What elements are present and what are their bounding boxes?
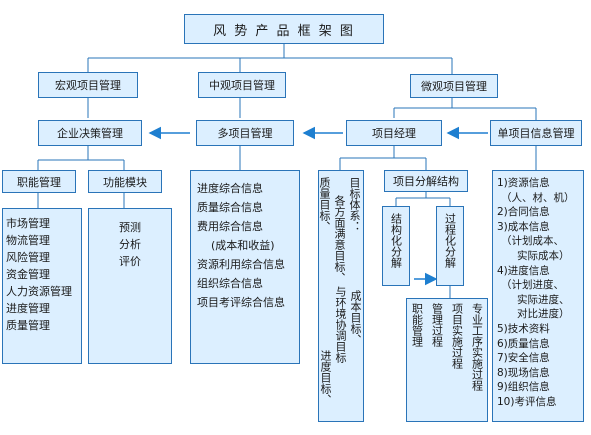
process-detail-col: 职能管理 <box>410 303 424 347</box>
target-system-col: 质量目标、 <box>318 177 331 232</box>
functional-mgmt-header: 职能管理 <box>2 170 76 193</box>
list-item: 资金管理 <box>6 268 50 281</box>
list-item: 费用综合信息 <box>197 220 263 233</box>
project-manager-box: 项目经理 <box>346 120 442 146</box>
single-project-info-box: 单项目信息管理 <box>490 120 582 146</box>
process-detail-col: 项目实施过程 <box>450 303 464 369</box>
multi-project-box: 多项目管理 <box>196 120 294 146</box>
structural-decomposition-label: 结构化分解 <box>389 213 403 268</box>
micro-project-mgmt-box: 微观项目管理 <box>410 74 498 98</box>
meso-project-mgmt-box: 中观项目管理 <box>198 72 286 98</box>
list-item: 2)合同信息 <box>497 206 550 219</box>
list-item: 3)成本信息 <box>497 220 550 233</box>
list-item: 9)组织信息 <box>497 381 550 394</box>
list-item: （计划成本、 <box>501 235 564 248</box>
list-item: 实际进度、 <box>517 293 570 306</box>
list-item: 物流管理 <box>6 234 50 247</box>
enterprise-decision-box: 企业决策管理 <box>38 120 142 146</box>
list-item: 对比进度） <box>517 308 570 321</box>
target-system-box-2: 成本目标、 与环境协调目标 进度目标、 <box>319 286 364 420</box>
target-system-col: 进度目标、 <box>319 350 332 405</box>
list-item: 组织综合信息 <box>197 277 263 290</box>
list-item: 5)技术资料 <box>497 322 550 335</box>
functional-mgmt-list: 市场管理 物流管理 风险管理 资金管理 人力资源管理 进度管理 质量管理 <box>2 208 82 364</box>
function-modules-list: 预测 分析 评价 <box>88 208 172 364</box>
list-item: 8)现场信息 <box>497 366 550 379</box>
multi-project-info-list: 进度综合信息 质量综合信息 费用综合信息 (成本和收益) 资源利用综合信息 组织… <box>190 170 300 364</box>
process-detail-box: 专业工序实施过程 项目实施过程 管理过程 职能管理 <box>406 298 488 422</box>
list-item: 1)资源信息 <box>497 177 550 189</box>
list-item: 进度管理 <box>6 302 50 315</box>
target-system-col: 目标体系： <box>348 177 361 232</box>
list-item: 4)进度信息 <box>497 264 550 277</box>
list-item: (成本和收益) <box>211 239 275 252</box>
list-item: 质量管理 <box>6 319 50 332</box>
list-item: 质量综合信息 <box>197 201 263 214</box>
list-item: 预测 <box>119 221 141 234</box>
target-system-box: 目标体系： 各方面满意目标、 质量目标、 <box>318 170 364 422</box>
macro-project-mgmt-box: 宏观项目管理 <box>38 72 138 98</box>
list-item: 市场管理 <box>6 217 50 230</box>
process-decomposition-label: 过程化分解 <box>443 213 457 268</box>
page-title: 风 势 产 品 框 架 图 <box>184 14 384 44</box>
structural-decomposition-box: 结构化分解 <box>382 206 410 286</box>
list-item: 分析 <box>119 238 141 251</box>
target-system-col: 各方面满意目标、 <box>333 195 346 283</box>
list-item: 10)考评信息 <box>497 395 557 408</box>
process-detail-col: 专业工序实施过程 <box>470 303 484 391</box>
list-item: 风险管理 <box>6 251 50 264</box>
list-item: 项目考评综合信息 <box>197 296 285 309</box>
function-modules-header: 功能模块 <box>88 170 162 193</box>
list-item: 进度综合信息 <box>197 182 263 195</box>
list-item: 资源利用综合信息 <box>197 258 285 271</box>
list-item: 6)质量信息 <box>497 337 550 350</box>
target-system-col: 与环境协调目标 <box>334 286 347 363</box>
process-decomposition-box: 过程化分解 <box>436 206 464 286</box>
wbs-box: 项目分解结构 <box>384 170 468 192</box>
list-item: 人力资源管理 <box>6 285 72 298</box>
target-system-col: 成本目标、 <box>349 290 362 345</box>
list-item: （计划进度、 <box>501 279 564 292</box>
list-item: 7)安全信息 <box>497 352 550 365</box>
list-item: 实际成本） <box>517 249 570 262</box>
list-item: 评价 <box>119 255 141 268</box>
single-project-info-list: 1)资源信息 （人、材、机） 2)合同信息 3)成本信息 （计划成本、 实际成本… <box>492 170 584 422</box>
list-item: （人、材、机） <box>501 191 575 204</box>
process-detail-col: 管理过程 <box>430 303 444 347</box>
